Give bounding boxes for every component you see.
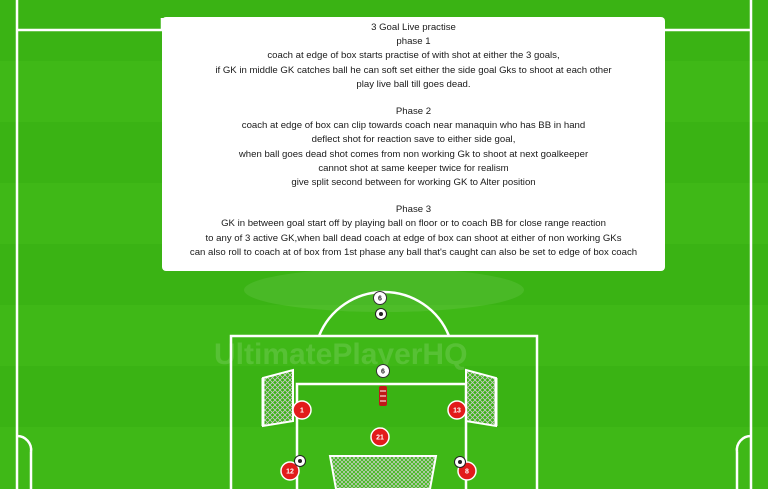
goal-net-left xyxy=(261,368,294,428)
player-bottom-left-label: 12 xyxy=(286,469,294,476)
penalty-area xyxy=(229,290,539,489)
spacer xyxy=(168,190,659,203)
phase2-line: give split second between for working GK… xyxy=(291,177,536,189)
phase2-heading: Phase 2 xyxy=(395,106,432,118)
phase2-line: coach at edge of box can clip towards co… xyxy=(241,120,586,132)
phase1-line: if GK in middle GK catches ball he can s… xyxy=(215,64,612,76)
phase2-line: cannot shot at same keeper twice for rea… xyxy=(318,162,509,174)
football-icon xyxy=(294,455,306,467)
goal-net-right xyxy=(465,368,498,428)
phase1-line: coach at edge of box starts practise of … xyxy=(267,50,560,62)
player-bottom-right-label: 8 xyxy=(465,469,469,476)
football-icon xyxy=(375,308,387,320)
practice-notes-panel: 3 Goal Live practise phase 1 coach at ed… xyxy=(162,17,665,271)
spacer xyxy=(168,92,659,105)
notes-title: 3 Goal Live practise xyxy=(371,22,456,33)
player-middle-gk-label: 21 xyxy=(376,435,384,442)
player-middle-gk: 21 xyxy=(370,427,390,447)
player-bottom-left: 12 xyxy=(280,461,300,481)
coach-top-marker: 6 xyxy=(373,291,387,305)
phase2-line: when ball goes dead shot comes from non … xyxy=(238,148,589,160)
phase3-heading: Phase 3 xyxy=(395,204,432,216)
mannequin-icon xyxy=(379,386,387,406)
phase1-heading: phase 1 xyxy=(396,36,431,48)
coach-top-label: 6 xyxy=(378,296,382,303)
phase3-line: can also roll to coach at of box from 1s… xyxy=(189,246,638,258)
goal-net-bottom xyxy=(328,455,438,489)
phase2-line: deflect shot for reaction save to either… xyxy=(311,134,516,146)
phase3-line: GK in between goal start off by playing … xyxy=(221,218,606,230)
player-left-goal-gk-label: 1 xyxy=(300,408,304,415)
phase1-line: play live ball till goes dead. xyxy=(356,78,471,90)
player-right-goal-gk-label: 13 xyxy=(453,408,461,415)
player-right-goal-gk: 13 xyxy=(447,400,467,420)
phase3-line: to any of 3 active GK,when ball dead coa… xyxy=(205,232,622,244)
coach-mannequin-marker: 6 xyxy=(376,364,390,378)
football-icon xyxy=(454,456,466,468)
player-left-goal-gk: 1 xyxy=(292,400,312,420)
pitch-lines xyxy=(15,0,753,489)
watermark-text: UltimatePlayerHQ xyxy=(214,338,467,371)
watermark: UltimatePlayerHQ xyxy=(214,268,524,371)
coach-mannequin-label: 6 xyxy=(381,369,385,376)
